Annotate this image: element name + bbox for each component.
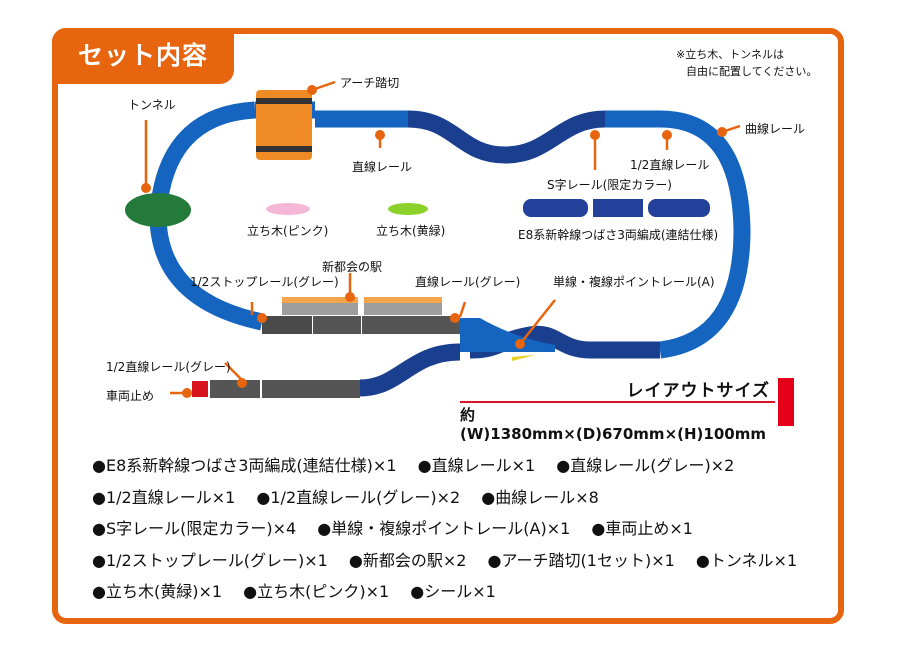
part-item: ●曲線レール×8 xyxy=(481,487,599,507)
train-car-3 xyxy=(648,199,710,217)
straight-rail-gray-1 xyxy=(313,316,361,334)
label-tree-yellowgreen: 立ち木(黄緑) xyxy=(376,224,446,238)
part-item: ●車両止め×1 xyxy=(591,519,693,538)
part-item: ●E8系新幹線つばさ3両編成(連結仕様)×1 xyxy=(92,456,397,475)
label-straight-rail-gray: 直線レール(グレー) xyxy=(415,275,521,289)
label-half-straight-rail: 1/2直線レール xyxy=(630,158,710,172)
parts-row: ●1/2ストップレール(グレー)×1 ●新都会の駅×2 ●アーチ踏切(1セット)… xyxy=(92,545,822,577)
station-2-roof xyxy=(364,297,442,303)
label-straight-rail: 直線レール xyxy=(352,160,413,174)
layout-size-block: レイアウトサイズ 約(W)1380mm×(D)670mm×(H)100mm xyxy=(460,374,794,443)
label-half-straight-rail-gray: 1/2直線レール(グレー) xyxy=(106,360,231,374)
parts-row: ●立ち木(黄緑)×1 ●立ち木(ピンク)×1 ●シール×1 xyxy=(92,576,822,608)
half-stop-rail-gray xyxy=(262,316,312,334)
layout-size-title: レイアウトサイズ xyxy=(626,381,770,401)
s-rail-top xyxy=(407,110,606,164)
layout-size-accent-bar xyxy=(778,378,794,426)
part-item: ●1/2直線レール×1 xyxy=(92,487,236,507)
part-item: ●トンネル×1 xyxy=(695,550,798,570)
parts-row: ●1/2直線レール×1 ●1/2直線レール(グレー)×2 ●曲線レール×8 xyxy=(92,482,822,514)
part-item: ●立ち木(黄緑)×1 xyxy=(92,582,223,601)
arch-crossing-bar-top xyxy=(256,98,312,104)
half-straight-rail-gray-1 xyxy=(210,380,260,398)
curve-rail-right xyxy=(658,110,751,359)
train-car-1 xyxy=(523,199,588,217)
parts-row: ●E8系新幹線つばさ3両編成(連結仕様)×1 ●直線レール×1 ●直線レール(グ… xyxy=(92,450,822,482)
label-curve-rail: 曲線レール xyxy=(745,122,806,136)
part-item: ●立ち木(ピンク)×1 xyxy=(243,582,390,601)
point-rail-lever xyxy=(512,355,535,361)
train-car-2 xyxy=(593,199,643,217)
part-item: ●単線・複線ポイントレール(A)×1 xyxy=(317,519,571,538)
parts-row: ●S字レール(限定カラー)×4 ●単線・複線ポイントレール(A)×1 ●車両止め… xyxy=(92,513,822,545)
label-s-rail: S字レール(限定カラー) xyxy=(547,178,672,192)
placement-note: ※立ち木、トンネルは 自由に配置してください。 xyxy=(676,46,817,80)
arch-crossing-bar-bottom xyxy=(256,146,312,152)
part-item: ●シール×1 xyxy=(410,582,496,601)
part-item: ●直線レール×1 xyxy=(417,456,536,475)
tree-yellowgreen xyxy=(388,203,428,215)
part-item: ●1/2ストップレール(グレー)×1 xyxy=(92,550,328,570)
leader-dots xyxy=(141,85,727,398)
parts-list: ●E8系新幹線つばさ3両編成(連結仕様)×1 ●直線レール×1 ●直線レール(グ… xyxy=(92,450,822,608)
part-item: ●直線レール(グレー)×2 xyxy=(556,456,735,475)
placement-note-line-1: ※立ち木、トンネルは xyxy=(676,48,784,61)
placement-note-line-2: 自由に配置してください。 xyxy=(686,65,818,78)
label-tree-pink: 立ち木(ピンク) xyxy=(247,224,329,238)
track-layout-diagram xyxy=(125,80,751,398)
part-item: ●1/2直線レール(グレー)×2 xyxy=(256,487,461,507)
tunnel xyxy=(125,193,191,227)
car-stop xyxy=(192,381,208,397)
arch-crossing xyxy=(256,90,312,160)
label-arch-crossing: アーチ踏切 xyxy=(340,76,400,90)
label-point-rail: 単線・複線ポイントレール(A) xyxy=(553,275,715,289)
part-item: ●アーチ踏切(1セット)×1 xyxy=(487,550,675,570)
s-rail-bottom-left xyxy=(359,343,461,397)
point-rail xyxy=(460,318,555,352)
label-car-stop: 車両止め xyxy=(106,389,155,403)
station-1-roof xyxy=(282,297,358,303)
tree-pink xyxy=(266,203,310,215)
leader-lines xyxy=(144,80,741,395)
label-half-stop-rail-gray: 1/2ストップレール(グレー) xyxy=(190,275,339,289)
layout-size-underline xyxy=(460,401,775,403)
part-item: ●S字レール(限定カラー)×4 xyxy=(92,519,297,538)
layout-size-value: 約(W)1380mm×(D)670mm×(H)100mm xyxy=(460,406,766,443)
label-tunnel: トンネル xyxy=(128,98,176,112)
set-contents-title: セット内容 xyxy=(52,28,234,84)
half-straight-rail-gray-2 xyxy=(262,380,360,398)
straight-rail-gray-2 xyxy=(362,316,460,334)
label-station: 新都会の駅 xyxy=(322,260,383,274)
label-train: E8系新幹線つばさ3両編成(連結仕様) xyxy=(518,228,719,242)
part-item: ●新都会の駅×2 xyxy=(348,550,467,570)
